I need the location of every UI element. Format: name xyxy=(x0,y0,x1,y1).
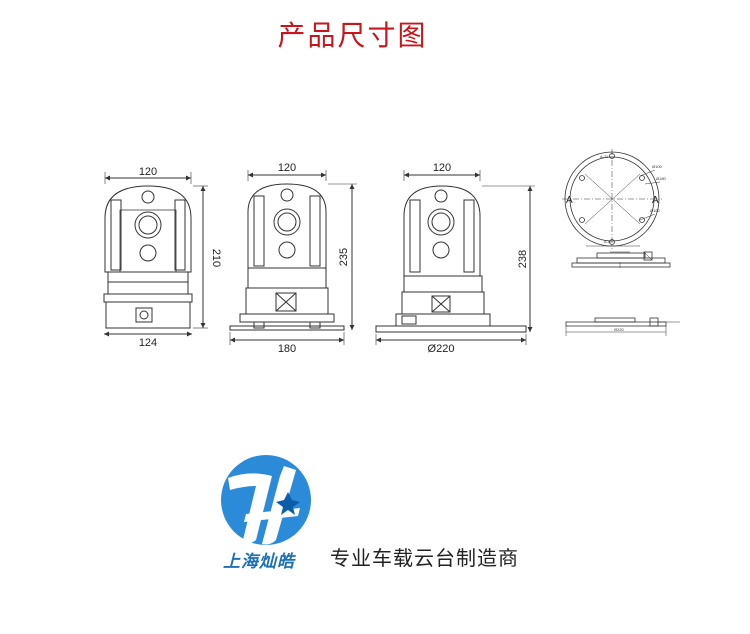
section-label: A-A xyxy=(604,239,611,244)
side-base-dim: 180 xyxy=(278,343,296,355)
section-mark-left: A xyxy=(566,195,573,206)
section-view-2 xyxy=(565,317,680,336)
plate-label-c: Ø180 xyxy=(656,176,667,181)
company-name: 上海灿皓 xyxy=(223,552,295,572)
side-view xyxy=(229,170,357,345)
front-base-dim: 124 xyxy=(139,337,157,349)
company-slogan: 专业车载云台制造商 xyxy=(330,546,519,570)
plate-label-a: A-11 xyxy=(600,154,609,159)
front-height-dim: 210 xyxy=(210,249,222,267)
page-title: 产品尺寸图 xyxy=(277,19,428,52)
front-top-dim: 120 xyxy=(139,166,157,178)
section-mark-right: A xyxy=(652,195,659,206)
plate-label-b: Ø100 xyxy=(652,164,663,169)
section-view-1 xyxy=(571,245,671,268)
front-view xyxy=(103,172,208,337)
base-plate-top-view xyxy=(562,149,662,249)
side-top-dim: 120 xyxy=(278,162,296,174)
mount-view xyxy=(375,170,535,345)
plate-label-d: Ø160 xyxy=(650,208,661,213)
mount-base-dim: Ø220 xyxy=(428,343,455,355)
section-dim-label: Ø220 xyxy=(614,327,625,332)
company-logo-icon xyxy=(221,455,311,545)
mount-height-dim: 238 xyxy=(517,250,529,268)
mount-top-dim: 120 xyxy=(433,162,451,174)
side-height-dim: 235 xyxy=(338,248,350,266)
